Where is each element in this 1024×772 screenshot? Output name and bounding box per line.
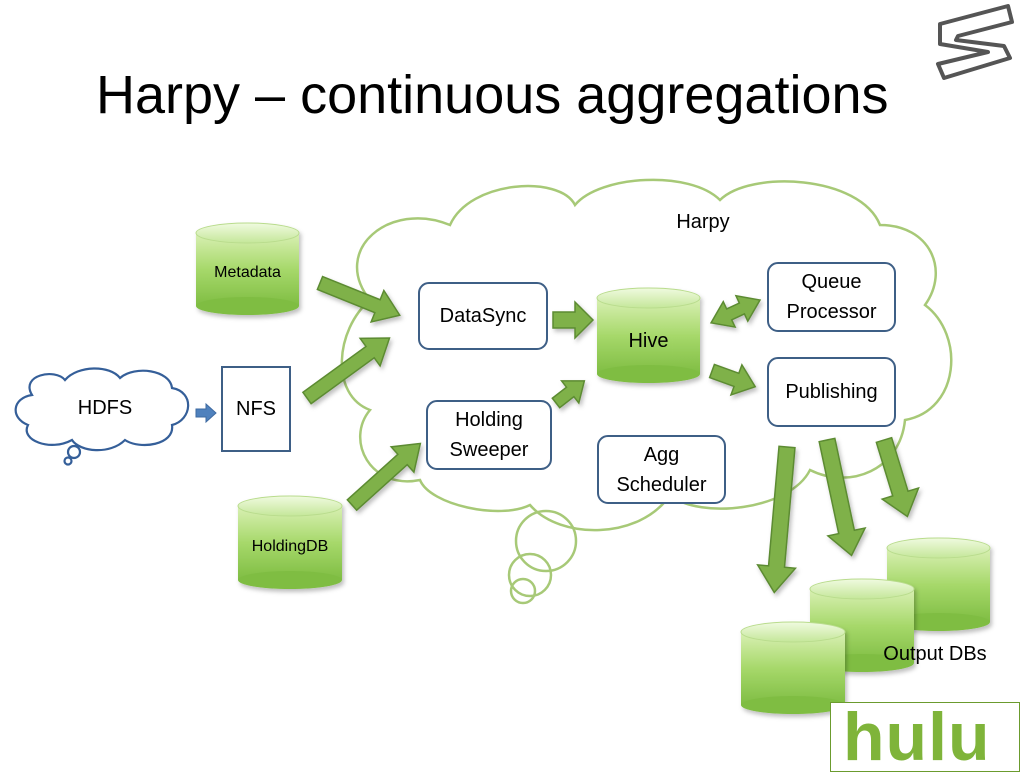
- cylinder-metadata: [195, 222, 300, 315]
- hulu-logo: hulu: [830, 702, 1020, 772]
- brand-logo-icon: [936, 4, 1014, 80]
- output-dbs-label: Output DBs: [883, 643, 987, 665]
- datasync-label: DataSync: [439, 305, 527, 327]
- agg-scheduler-box: Agg Scheduler: [597, 435, 726, 504]
- metadata-label: Metadata: [214, 264, 281, 281]
- flow-arrows: [301, 275, 920, 594]
- cylinder-holdingdb: [237, 495, 343, 589]
- holding-sweeper-box: Holding Sweeper: [426, 400, 552, 470]
- holding-sweeper-line-1: Holding: [455, 409, 523, 431]
- slide-title: Harpy – continuous aggregations: [96, 65, 889, 125]
- queue-processor-line-2: Processor: [786, 301, 877, 323]
- harpy-cloud-label: Harpy: [676, 211, 730, 233]
- agg-scheduler-line-2: Scheduler: [616, 473, 707, 496]
- hdfs-cloud: [14, 367, 190, 466]
- queue-processor-line-1: Queue: [801, 271, 862, 293]
- holdingdb-label: HoldingDB: [251, 538, 329, 555]
- queue-processor-box: Queue Processor: [767, 262, 896, 332]
- hive-label: Hive: [628, 330, 669, 352]
- datasync-box: DataSync: [418, 282, 548, 350]
- publishing-label: Publishing: [785, 381, 878, 403]
- cylinder-output-db-1: [740, 621, 846, 714]
- hdfs-label: HDFS: [77, 397, 133, 419]
- holding-sweeper-line-2: Sweeper: [449, 439, 529, 461]
- hdfs-to-nfs-arrow: [195, 402, 217, 424]
- nfs-box: NFS: [221, 366, 291, 452]
- publishing-box: Publishing: [767, 357, 896, 427]
- cylinder-hive: [596, 287, 701, 383]
- hulu-logo-text: hulu: [843, 702, 991, 772]
- agg-scheduler-line-1: Agg: [643, 443, 680, 466]
- nfs-label: NFS: [236, 397, 276, 420]
